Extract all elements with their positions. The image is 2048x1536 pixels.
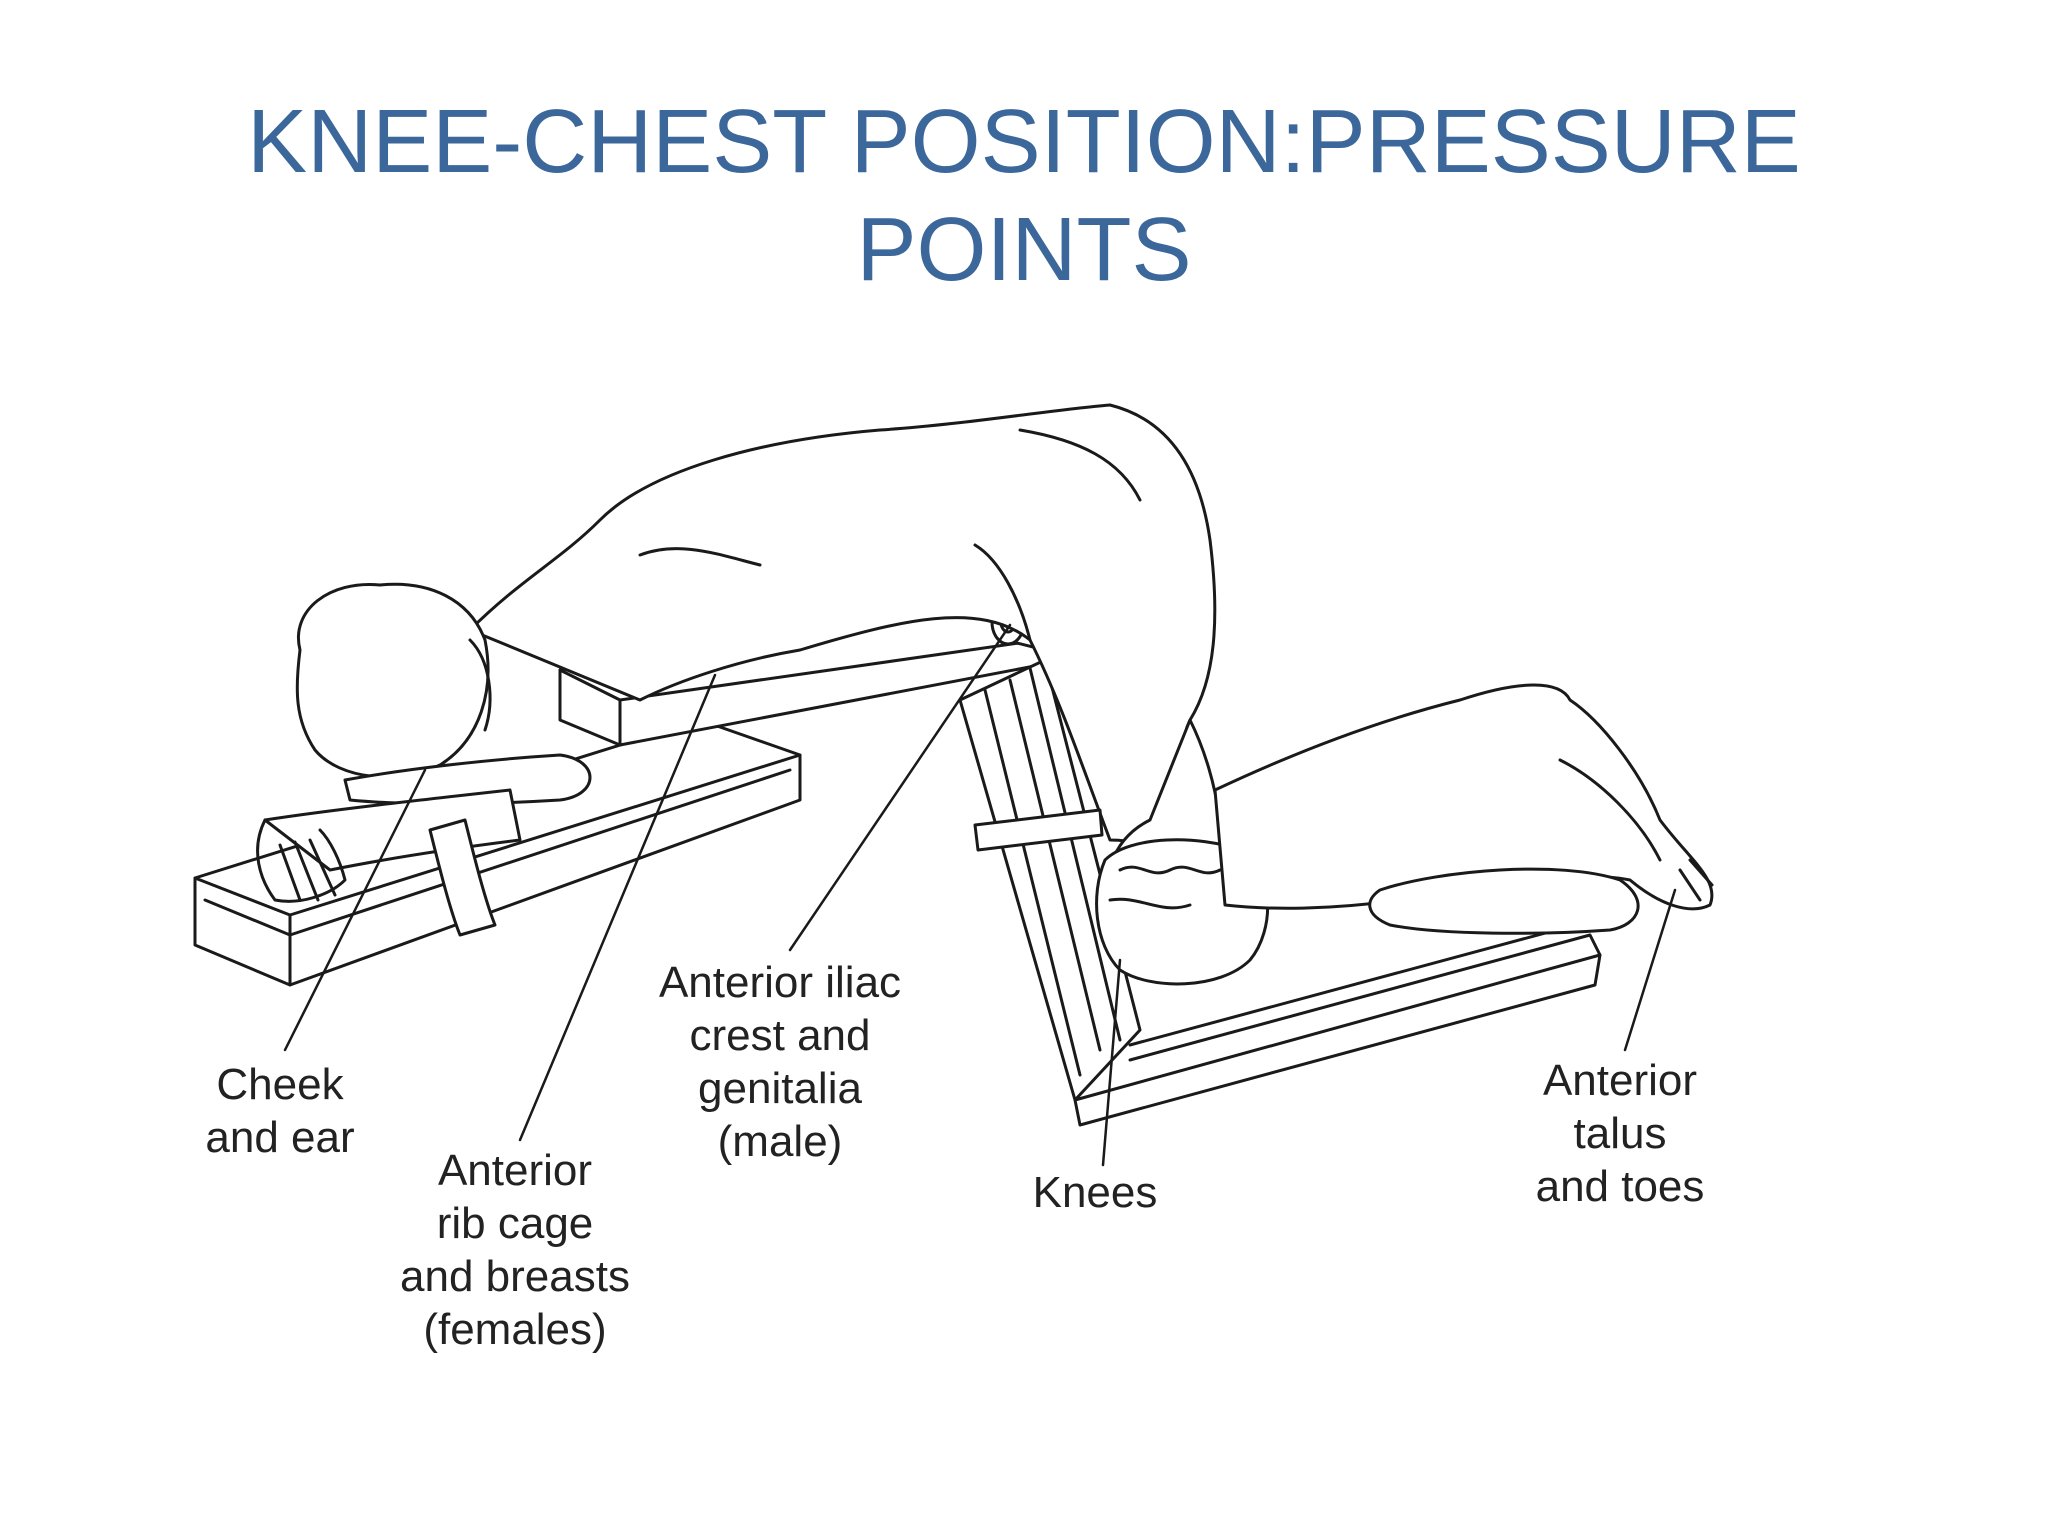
label-line: Anterior: [437, 1146, 593, 1195]
label-line: Anterior iliac: [658, 958, 902, 1007]
label-knees: Knees: [1005, 1166, 1185, 1219]
label-line: crest and: [689, 1011, 871, 1060]
arm-strap: [428, 818, 497, 937]
leader-lines: [283, 623, 1677, 1167]
label-line: talus: [1573, 1109, 1667, 1158]
slide-title-line-1: KNEE-CHEST POSITION:PRESSURE: [247, 92, 1801, 192]
label-cheek-and-ear: Cheek and ear: [180, 1058, 380, 1164]
label-line: Cheek: [216, 1060, 344, 1109]
leader-iliac-crest: [788, 623, 1012, 952]
label-anterior-iliac-crest: Anterior iliac crest and genitalia (male…: [630, 956, 930, 1168]
label-line: Knees: [1032, 1168, 1158, 1217]
frame-strap: [973, 808, 1104, 852]
label-line: and ear: [205, 1113, 355, 1162]
label-line: (male): [717, 1117, 843, 1166]
leader-talus: [1623, 888, 1677, 1052]
arm-board: [193, 718, 802, 987]
label-line: (females): [423, 1305, 607, 1354]
patient-body: [468, 403, 1222, 882]
label-line: and toes: [1535, 1162, 1705, 1211]
slide-title: KNEE-CHEST POSITION:PRESSURE POINTS: [0, 88, 2048, 304]
label-line: rib cage: [436, 1199, 594, 1248]
patient-head: [295, 582, 492, 779]
leader-cheek: [283, 768, 427, 1052]
label-line: Anterior: [1542, 1056, 1698, 1105]
leader-rib-cage: [518, 673, 717, 1142]
label-line: and breasts: [400, 1252, 630, 1301]
slide-title-line-2: POINTS: [856, 200, 1192, 300]
label-line: genitalia: [698, 1064, 862, 1113]
leader-knees: [1101, 958, 1122, 1167]
patient-arm: [256, 788, 522, 903]
label-anterior-talus: Anterior talus and toes: [1500, 1054, 1740, 1213]
ankle-pad: [1368, 867, 1640, 935]
knee-board: [1073, 923, 1602, 1127]
frame-vertical: [958, 658, 1142, 1102]
label-anterior-rib-cage: Anterior rib cage and breasts (females): [370, 1144, 660, 1356]
